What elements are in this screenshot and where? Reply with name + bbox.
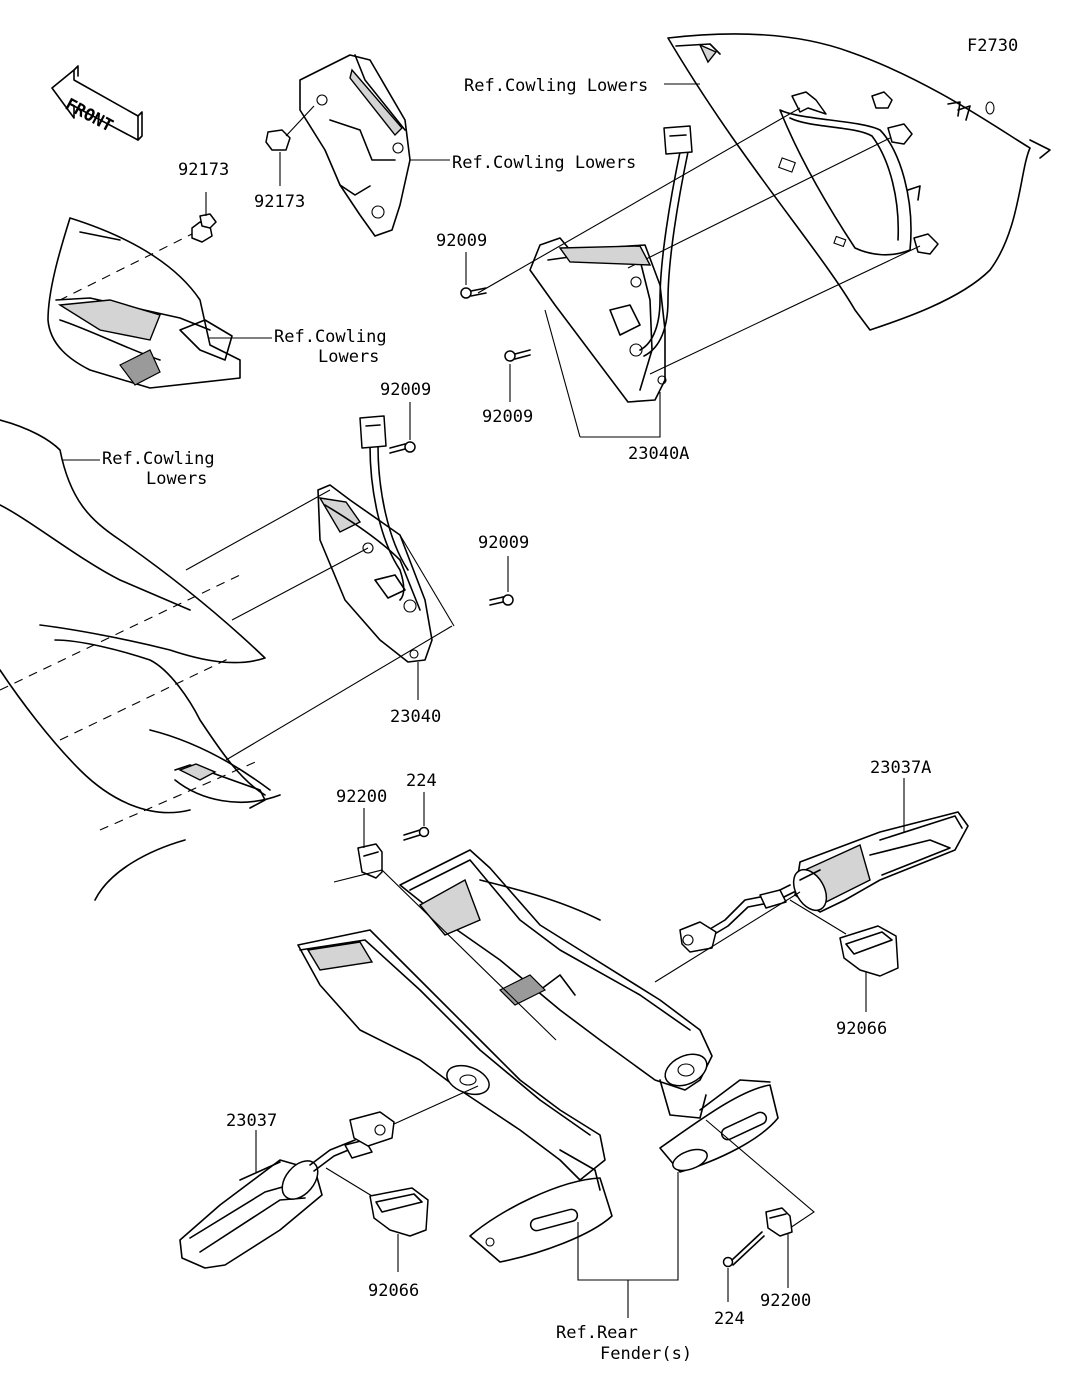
part-92173-b: 92173 <box>254 192 305 212</box>
rubber-cover-92066-right <box>839 925 899 977</box>
part-92173-a: 92173 <box>178 160 229 180</box>
diagram-code: F2730 <box>967 36 1018 56</box>
part-23037: 23037 <box>226 1111 277 1131</box>
rear-fender-bracket-right <box>399 849 713 1119</box>
clip-92173-left <box>191 213 217 243</box>
wire-harness-23037A <box>679 884 795 953</box>
ref-cowling-top: Ref.Cowling Lowers <box>464 76 648 96</box>
wire-harness-23040A <box>639 125 693 357</box>
part-92200-b: 92200 <box>760 1291 811 1311</box>
ref-rear-fender-line2: Fender(s) <box>600 1344 692 1364</box>
wire-harness-23040 <box>359 415 409 601</box>
ref-cowling-mid: Ref.Cowling Lowers <box>452 153 636 173</box>
clip-92173-top <box>265 129 291 151</box>
screw-224-top <box>403 826 430 841</box>
ref-cowling-lower-line2: Lowers <box>146 469 207 489</box>
screw-224-bottom <box>722 1231 765 1268</box>
part-92009-d: 92009 <box>478 533 529 553</box>
turn-signal-23037A <box>792 811 969 913</box>
part-92200-a: 92200 <box>336 787 387 807</box>
bracket-23040 <box>317 484 433 663</box>
part-92066-b: 92066 <box>368 1281 419 1301</box>
cowling-lower-front-panel <box>0 419 281 901</box>
part-224-b: 224 <box>714 1309 745 1329</box>
part-92009-c: 92009 <box>380 380 431 400</box>
screw-92009-b <box>504 349 531 362</box>
cowling-lower-right-panel <box>667 33 1051 331</box>
wire-harness-23037 <box>309 1111 395 1172</box>
part-23037A: 23037A <box>870 758 931 778</box>
part-23040A: 23040A <box>628 444 689 464</box>
front-arrow-icon: FRONT <box>51 65 143 141</box>
screw-92009-d <box>489 594 514 606</box>
rear-fender-bracket-left <box>297 929 606 1191</box>
cowling-lower-left-panel <box>47 217 241 389</box>
clips-cowling-right <box>791 91 961 255</box>
rubber-cover-92066-left <box>369 1187 429 1237</box>
turn-signal-23037 <box>179 1159 323 1269</box>
ref-cowling-left-line1: Ref.Cowling <box>274 327 387 347</box>
part-92009-b: 92009 <box>482 407 533 427</box>
clip-92200-top <box>357 843 383 879</box>
reflector-holder-left <box>469 1177 613 1263</box>
front-arrow-text: FRONT <box>62 95 117 137</box>
ref-rear-fender-line1: Ref.Rear <box>556 1323 638 1343</box>
part-92009-a: 92009 <box>436 231 487 251</box>
screw-92009-c <box>389 441 416 454</box>
ref-cowling-lower-line1: Ref.Cowling <box>102 449 215 469</box>
bracket-23040A <box>529 237 667 403</box>
part-92066-a: 92066 <box>836 1019 887 1039</box>
ref-cowling-left-line2: Lowers <box>318 347 379 367</box>
screw-92009-a <box>460 287 487 299</box>
reflector-holder-right <box>659 1079 779 1173</box>
clip-92200-bottom <box>765 1207 793 1237</box>
part-23040: 23040 <box>390 707 441 727</box>
bracket-upper-center <box>299 54 411 237</box>
part-224-a: 224 <box>406 771 437 791</box>
